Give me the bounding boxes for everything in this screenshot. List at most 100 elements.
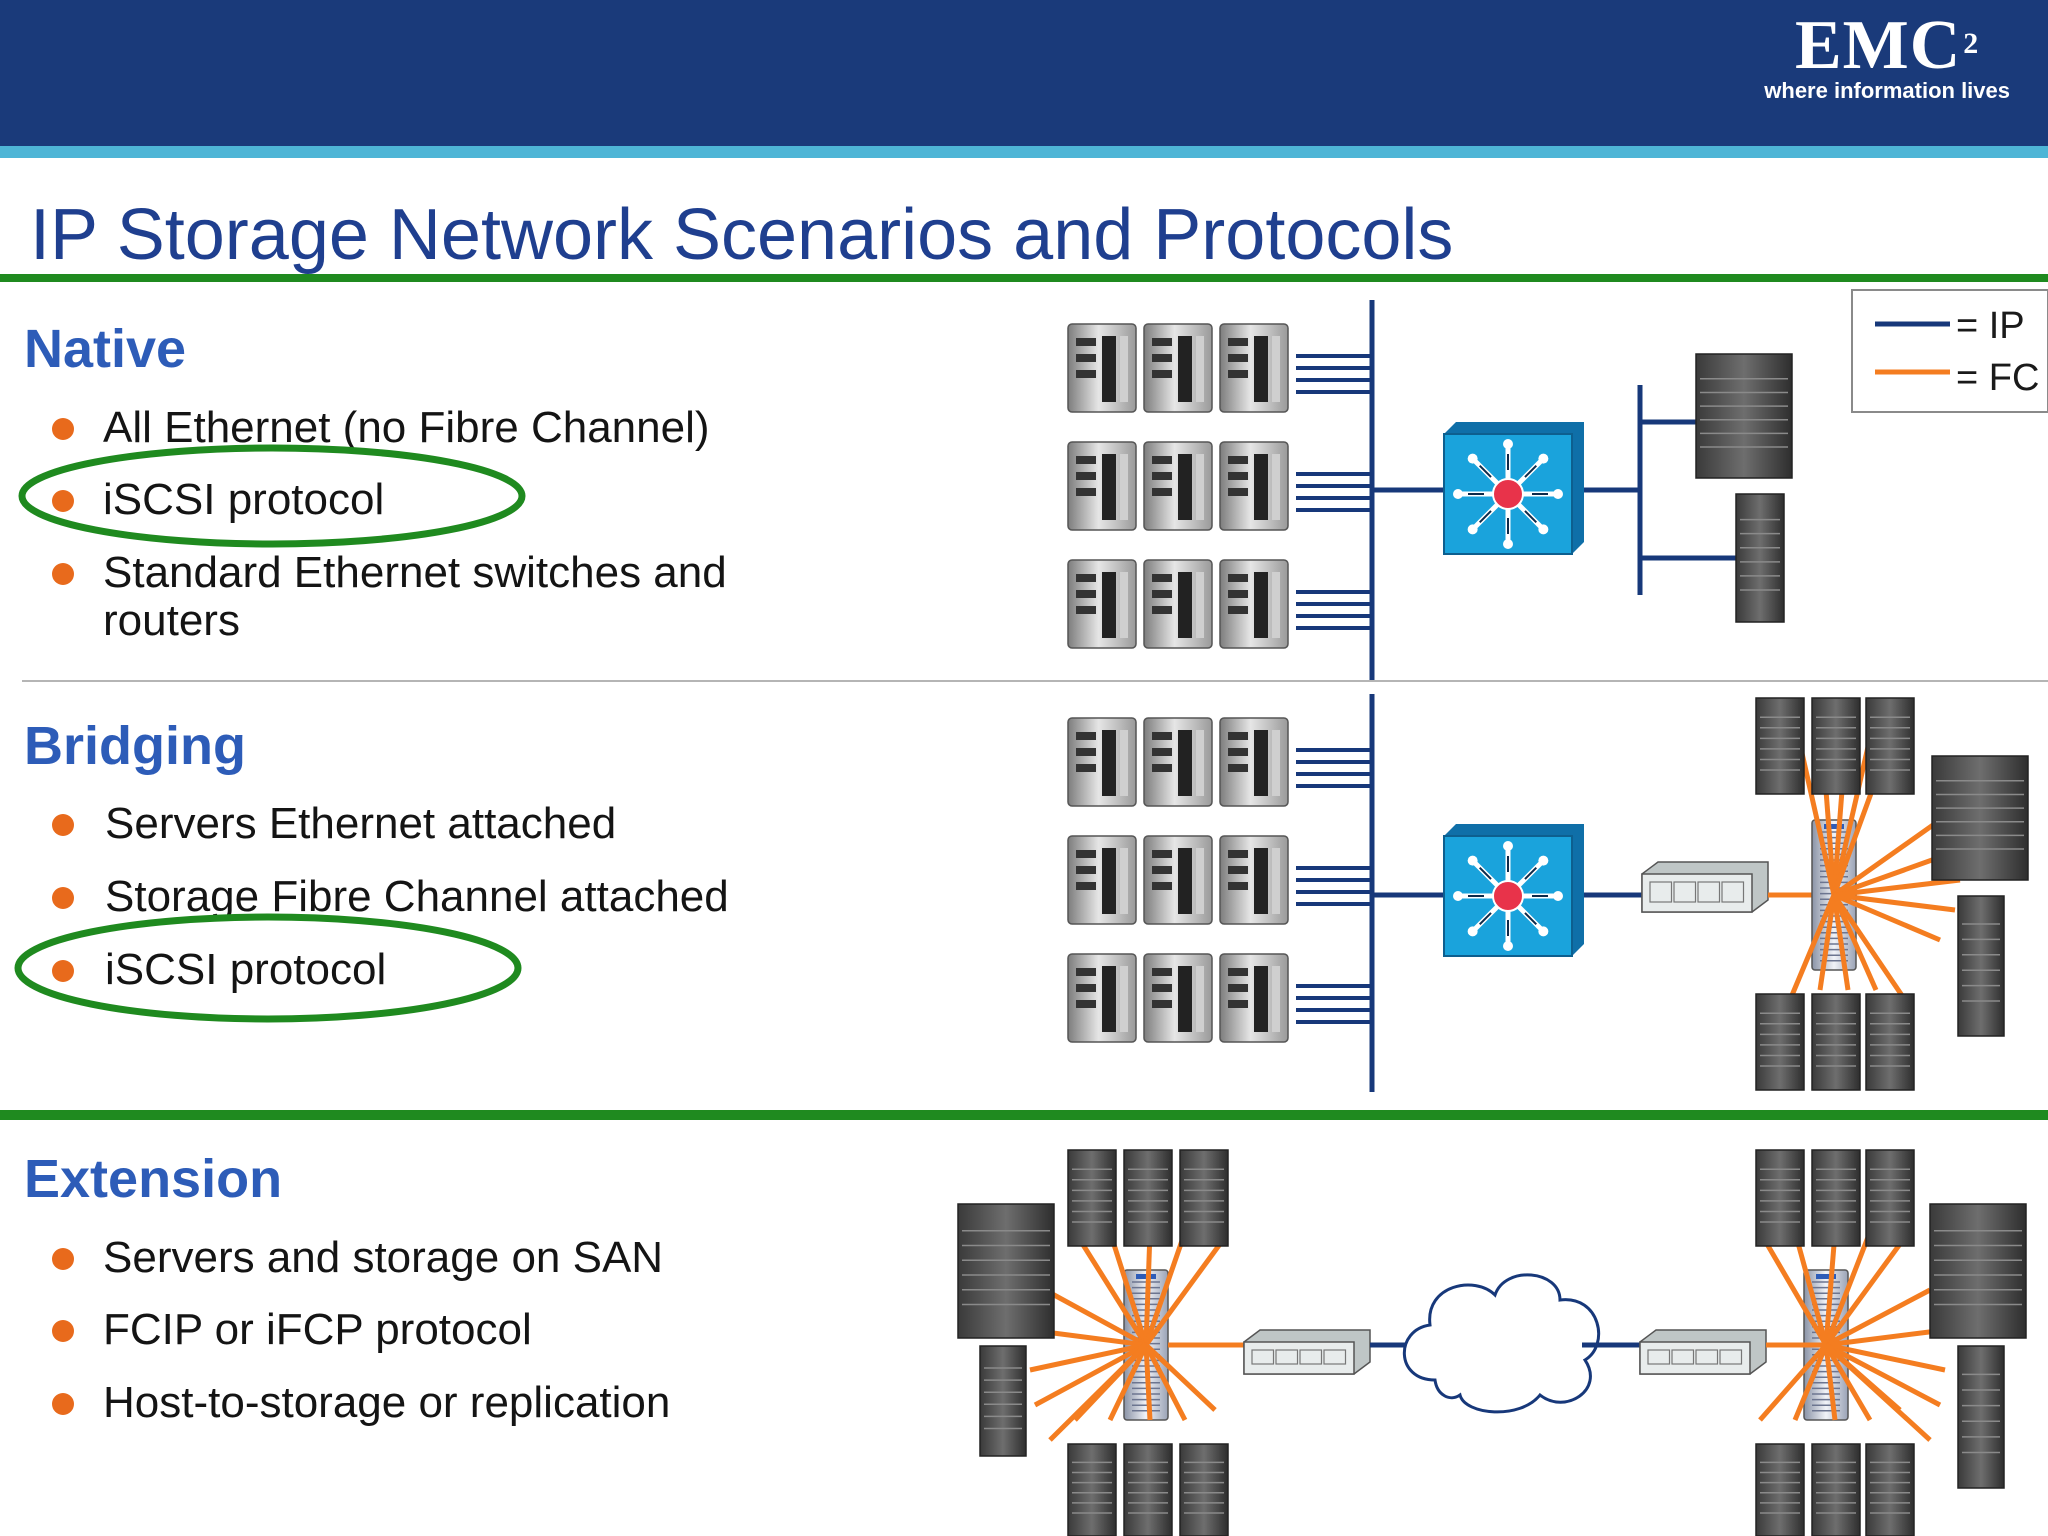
server-icon <box>1219 953 1289 1043</box>
callout-oval-bridging <box>14 913 522 1023</box>
storage-cabinet-icon <box>1755 697 1805 795</box>
extension-fc-link <box>1143 1344 1153 1421</box>
storage-cabinet-icon <box>1865 993 1915 1091</box>
storage-cabinet-icon <box>1179 1443 1229 1536</box>
logo-tagline: where information lives <box>1764 78 2010 103</box>
storage-cabinet-icon <box>1067 1443 1117 1536</box>
storage-cabinet-icon <box>1811 993 1861 1091</box>
logo-superscript: 2 <box>1963 27 1980 60</box>
storage-cabinet-icon <box>1695 353 1793 479</box>
title-rule <box>0 274 2048 282</box>
native-bullet-dot-3 <box>52 563 74 585</box>
section-divider <box>22 680 2048 682</box>
bridging-bullet-1: Servers Ethernet attached <box>105 799 617 848</box>
storage-cabinet-icon <box>1179 1149 1229 1247</box>
storage-cabinet-icon <box>1811 1443 1861 1536</box>
storage-cabinet-icon <box>1929 1203 2027 1339</box>
server-icon <box>1067 323 1137 413</box>
bridging-fc-link <box>1831 894 1851 991</box>
server-icon <box>1219 559 1289 649</box>
server-icon <box>1143 835 1213 925</box>
extension-heading: Extension <box>24 1149 283 1209</box>
extension-fc-link <box>1143 1231 1153 1346</box>
native-bullet-2: iSCSI protocol <box>103 475 385 524</box>
storage-cabinet-icon <box>1123 1149 1173 1247</box>
storage-cabinet-icon <box>1067 1149 1117 1247</box>
server-icon <box>1067 835 1137 925</box>
header-banner <box>0 0 2048 146</box>
legend-ip-label: = IP <box>1956 305 2025 347</box>
storage-cabinet-icon <box>1755 1149 1805 1247</box>
callout-oval-native <box>18 444 526 548</box>
extension-bullet-3: Host-to-storage or replication <box>103 1378 671 1427</box>
storage-cabinet-icon <box>1755 1443 1805 1536</box>
extension-fc-link <box>1143 1231 1188 1346</box>
extension-fc-link <box>1823 1344 1838 1421</box>
emc-logo: EMC2 where information lives <box>1764 8 2010 104</box>
bridging-fc-link <box>1831 893 1908 1002</box>
storage-cabinet-icon <box>1123 1443 1173 1536</box>
server-icon <box>1143 441 1213 531</box>
extension-fc-link <box>1824 1343 1932 1442</box>
ethernet-switch-icon <box>1443 422 1584 555</box>
storage-cabinet-icon <box>1735 493 1785 623</box>
ethernet-switch-icon <box>1443 824 1584 957</box>
storage-cabinet-icon <box>957 1203 1055 1339</box>
extension-fc-link <box>1144 1343 1217 1412</box>
extension-fc-link <box>1029 1342 1147 1373</box>
extension-fc-link <box>1107 1231 1149 1346</box>
gateway-icon <box>1639 1329 1767 1375</box>
legend-fc-label: = FC <box>1956 357 2039 399</box>
storage-cabinet-icon <box>1865 1443 1915 1536</box>
server-icon <box>1143 717 1213 807</box>
gateway-icon <box>1641 861 1769 913</box>
server-icon <box>1067 441 1137 531</box>
bridging-fc-link <box>1817 894 1837 991</box>
native-bullet-dot-2 <box>52 490 74 512</box>
server-icon <box>1219 835 1289 925</box>
storage-cabinet-icon <box>1811 697 1861 795</box>
extension-fc-link <box>1048 1343 1148 1442</box>
extension-fc-link <box>1143 1343 1188 1422</box>
extension-fc-link <box>1823 1242 1903 1347</box>
bridging-bullet-dot-1 <box>52 814 74 836</box>
server-icon <box>1143 559 1213 649</box>
extension-fc-link <box>1825 1342 1946 1373</box>
extension-fc-link <box>1792 1344 1829 1421</box>
bridging-fc-link <box>1833 892 1941 943</box>
server-icon <box>1067 717 1137 807</box>
bridging-fc-link <box>1787 894 1837 1001</box>
native-bullet-3: Standard Ethernet switches and routers <box>103 548 727 645</box>
storage-cabinet-icon <box>1811 1149 1861 1247</box>
extension-fc-link <box>1757 1230 1829 1347</box>
extension-fc-link <box>1823 1231 1838 1346</box>
native-heading: Native <box>24 319 187 379</box>
server-icon <box>1067 953 1137 1043</box>
storage-cabinet-icon <box>1755 993 1805 1091</box>
bridging-fc-link <box>1833 877 1961 898</box>
storage-cabinet-icon <box>979 1345 1027 1457</box>
native-bullet-1: All Ethernet (no Fibre Channel) <box>103 403 710 452</box>
extension-bullet-1: Servers and storage on SAN <box>103 1233 664 1282</box>
extension-bullet-dot-3 <box>52 1393 74 1415</box>
storage-cabinet-icon <box>1957 1345 2005 1489</box>
native-bullet-dot-1 <box>52 418 74 440</box>
bridging-bullet-dot-3 <box>52 960 74 982</box>
server-icon <box>1143 953 1213 1043</box>
extension-fc-link <box>1792 1231 1829 1346</box>
bridging-fc-link <box>1833 892 1956 913</box>
slide-title: IP Storage Network Scenarios and Protoco… <box>30 195 1454 275</box>
gateway-icon <box>1243 1329 1371 1375</box>
extension-bullet-dot-2 <box>52 1320 74 1342</box>
extension-fc-link <box>1143 1242 1223 1347</box>
extension-fc-link <box>1072 1230 1149 1347</box>
extension-bullet-dot-1 <box>52 1248 74 1270</box>
bridging-bullet-dot-2 <box>52 887 74 909</box>
extension-fc-link <box>1823 1231 1873 1346</box>
bridging-bullet-2: Storage Fibre Channel attached <box>105 872 729 921</box>
bridging-bullet-3: iSCSI protocol <box>105 945 387 994</box>
server-icon <box>1143 323 1213 413</box>
server-icon <box>1067 559 1137 649</box>
extension-fc-link <box>1107 1343 1149 1422</box>
